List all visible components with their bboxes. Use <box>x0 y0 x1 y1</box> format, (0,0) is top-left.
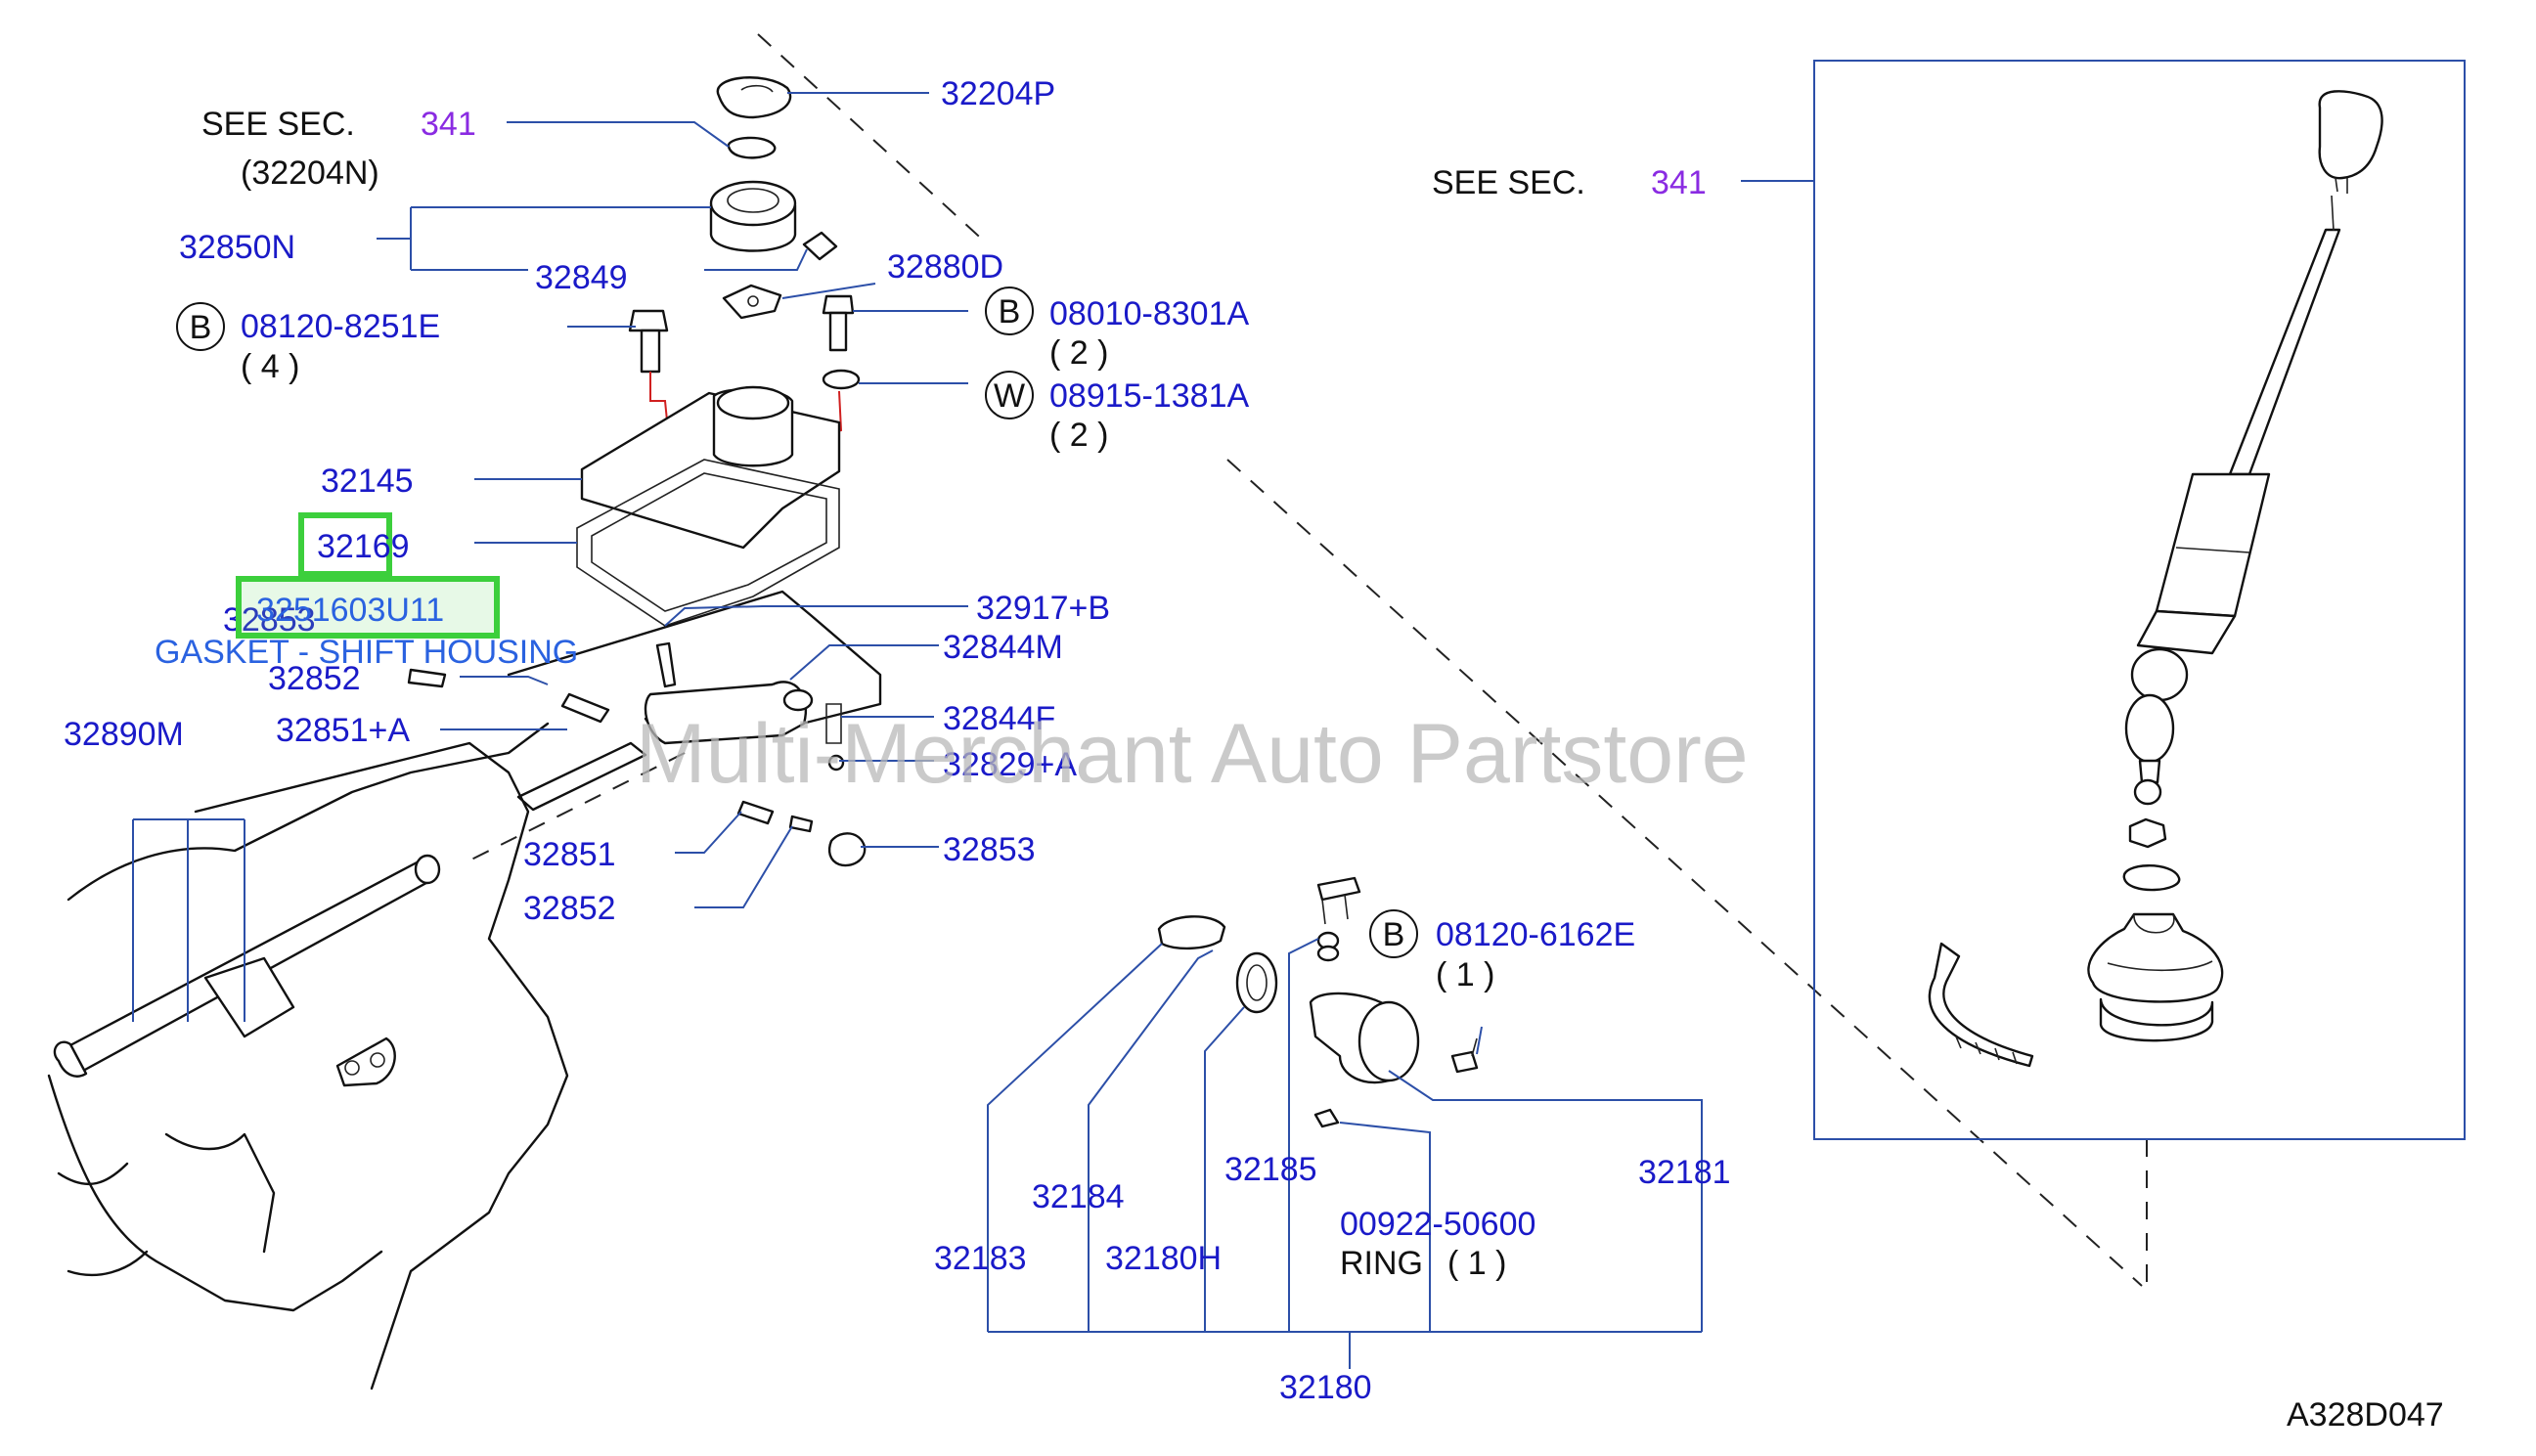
part-32829A[interactable]: 32829+A <box>943 746 1077 783</box>
qty-1a: ( 1 ) <box>1436 956 1494 993</box>
part-32890M[interactable]: 32890M <box>64 716 184 753</box>
part-08915-1381A[interactable]: 08915-1381A <box>1049 377 1250 415</box>
leader-lines <box>132 92 1703 1369</box>
marker-b-2: B <box>999 293 1021 331</box>
marker-w: W <box>994 377 1025 415</box>
shifter-inset <box>1741 60 2466 1140</box>
labels: SEE SEC. 341 (32204N) SEE SEC. 341 32204… <box>64 75 2444 1434</box>
highlight-part-number[interactable]: 3251603U11 <box>256 592 444 629</box>
marker-b-3: B <box>1383 916 1405 953</box>
switch-cluster-art <box>1157 876 1479 1128</box>
part-08120-6162E[interactable]: 08120-6162E <box>1436 916 1635 953</box>
part-32880D[interactable]: 32880D <box>887 248 1003 286</box>
part-32851A[interactable]: 32851+A <box>276 712 410 749</box>
part-32169[interactable]: 32169 <box>317 528 410 565</box>
highlight-box-part <box>236 576 500 639</box>
part-32180[interactable]: 32180 <box>1279 1369 1372 1406</box>
see-sec-link-1[interactable]: 341 <box>421 106 476 143</box>
watermark: Multi-Merchant Auto Partstore <box>636 707 1749 801</box>
see-sec-label-1: SEE SEC. <box>201 106 355 143</box>
part-32145[interactable]: 32145 <box>321 463 414 500</box>
part-32844F[interactable]: 32844F <box>943 700 1055 737</box>
marker-b-1: B <box>190 309 212 346</box>
diagram-code: A328D047 <box>2287 1396 2444 1434</box>
transmission-art <box>47 76 882 1390</box>
part-32850N[interactable]: 32850N <box>179 229 295 266</box>
highlight-box-32169 <box>298 512 392 577</box>
part-32849[interactable]: 32849 <box>535 259 628 296</box>
part-32844M[interactable]: 32844M <box>943 629 1063 666</box>
part-32185[interactable]: 32185 <box>1224 1151 1317 1188</box>
ring-label: RING <box>1340 1245 1423 1282</box>
part-32852-a[interactable]: 32852 <box>268 660 361 697</box>
see-sec-link-2[interactable]: 341 <box>1651 164 1707 201</box>
qty-2a: ( 2 ) <box>1049 334 1108 372</box>
part-32851[interactable]: 32851 <box>523 836 616 873</box>
see-sec-sub: (32204N) <box>241 154 379 192</box>
qty-4: ( 4 ) <box>241 348 299 385</box>
qty-2b: ( 2 ) <box>1049 417 1108 454</box>
part-00922-50600[interactable]: 00922-50600 <box>1340 1206 1535 1243</box>
part-32180H[interactable]: 32180H <box>1105 1240 1222 1277</box>
qty-1b: ( 1 ) <box>1447 1245 1506 1282</box>
part-08010-8301A[interactable]: 08010-8301A <box>1049 295 1250 332</box>
part-32204P[interactable]: 32204P <box>941 75 1055 112</box>
part-32181[interactable]: 32181 <box>1638 1154 1731 1191</box>
dashed-guides <box>468 33 2148 1287</box>
part-32917B[interactable]: 32917+B <box>976 590 1110 627</box>
circle-markers: B B W B <box>176 287 1418 958</box>
part-32184[interactable]: 32184 <box>1032 1178 1125 1215</box>
see-sec-label-2: SEE SEC. <box>1432 164 1585 201</box>
part-32852-b[interactable]: 32852 <box>523 890 616 927</box>
part-32853-b[interactable]: 32853 <box>943 831 1036 868</box>
highlight-description: GASKET - SHIFT HOUSING <box>155 634 578 671</box>
part-32183[interactable]: 32183 <box>934 1240 1027 1277</box>
part-08120-8251E[interactable]: 08120-8251E <box>241 308 440 345</box>
